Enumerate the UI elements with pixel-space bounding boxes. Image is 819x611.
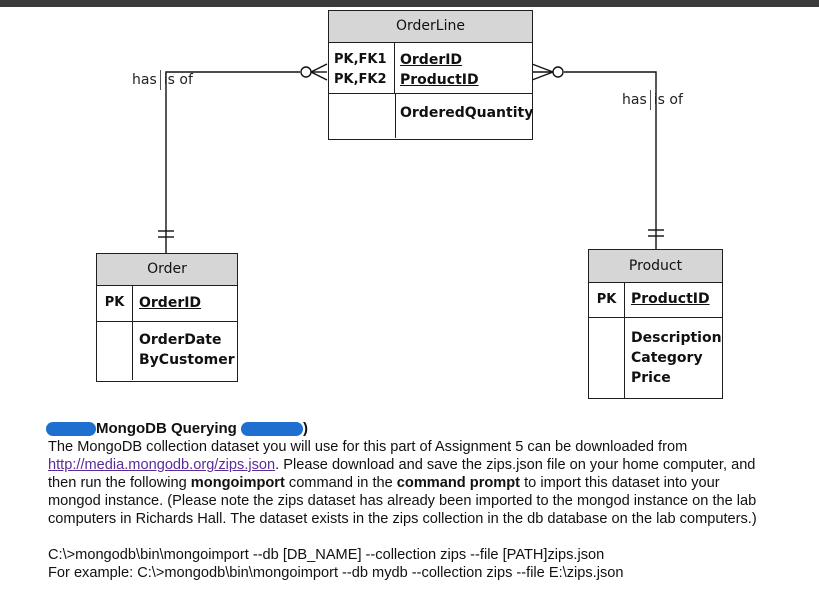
orderline-crowfoot-right-bot	[531, 71, 554, 81]
order-attr-bycustomer: ByCustomer	[139, 352, 235, 368]
section-heading-text: MongoDB Querying	[96, 420, 237, 437]
product-attr-description: Description	[631, 330, 722, 346]
orderline-key-label-1: PK,FK1	[334, 52, 387, 67]
product-attr-price: Price	[631, 370, 671, 386]
zips-json-link[interactable]: http://media.mongodb.org/zips.json	[48, 457, 276, 473]
section-heading-close: )	[303, 420, 308, 437]
orderline-crowfoot-left-top	[310, 63, 328, 73]
entity-product-key-row: PK ProductID	[589, 283, 722, 318]
rel-left-has: has	[132, 72, 157, 88]
rel-right-is-of: is of	[653, 92, 683, 108]
orderline-zero-mark-right	[552, 66, 564, 78]
entity-product: Product PK ProductID Description Categor…	[588, 249, 723, 399]
command-block: C:\>mongodb\bin\mongoimport --db [DB_NAM…	[48, 546, 768, 582]
entity-orderline-attr-blank	[329, 94, 396, 138]
entity-orderline-key-labels: PK,FK1 PK,FK2	[329, 43, 395, 93]
entity-order: Order PK OrderID OrderDate ByCustomer	[96, 253, 238, 382]
orderline-key-orderid: OrderID	[400, 52, 463, 68]
entity-orderline-keys: OrderID ProductID	[400, 43, 479, 93]
entity-product-attr-blank	[589, 318, 625, 398]
er-diagram-lines	[158, 63, 664, 253]
entity-order-attrs: OrderDate ByCustomer	[139, 322, 235, 380]
entity-order-attr-row: OrderDate ByCustomer	[97, 322, 237, 380]
para1-part-b: . Please download and save the zips.json…	[48, 457, 756, 491]
mongoimport-bold: mongoimport	[190, 475, 285, 491]
command-line-1: C:\>mongodb\bin\mongoimport --db [DB_NAM…	[48, 547, 605, 563]
para1-part-d: to import this dataset into your mongod …	[48, 475, 757, 527]
entity-order-key-label: PK	[97, 286, 133, 321]
orderline-attr-orderedquantity: OrderedQuantity	[400, 105, 534, 121]
entity-order-title: Order	[97, 254, 237, 286]
para1-part-c: command in the	[284, 475, 397, 491]
orderline-key-label-2: PK,FK2	[334, 72, 387, 87]
command-prompt-bold: command prompt	[396, 475, 521, 491]
document-page: has is of has is of OrderLine PK,FK1 PK,FK…	[0, 7, 819, 611]
entity-orderline-title: OrderLine	[329, 11, 532, 43]
rel-right-has: has	[622, 92, 647, 108]
viewer-top-bar	[0, 0, 819, 7]
entity-order-key-row: PK OrderID	[97, 286, 237, 322]
order-key-orderid: OrderID	[139, 295, 202, 311]
entity-product-attr-row: Description Category Price	[589, 318, 722, 398]
redaction-mark-right	[241, 422, 303, 437]
redaction-mark-left	[46, 422, 96, 437]
product-attr-category: Category	[631, 350, 703, 366]
section-heading: MongoDB Querying )	[46, 420, 768, 438]
relationship-label-left: has is of	[132, 70, 193, 90]
rel-left-slash	[159, 70, 161, 90]
relationship-line-left	[165, 71, 300, 253]
relationship-label-right: has is of	[622, 90, 683, 110]
product-key-productid: ProductID	[631, 291, 710, 307]
order-attr-orderdate: OrderDate	[139, 332, 222, 348]
entity-orderline-key-row: PK,FK1 PK,FK2 OrderID ProductID	[329, 43, 532, 94]
rel-right-slash	[649, 90, 651, 110]
orderline-crowfoot-right-top	[531, 63, 554, 73]
orderline-zero-mark-left	[300, 66, 312, 78]
entity-product-title: Product	[589, 250, 722, 283]
para1-part-a: The MongoDB collection dataset you will …	[48, 439, 688, 455]
entity-product-attrs: Description Category Price	[631, 318, 722, 398]
relationship-line-right	[564, 71, 657, 249]
rel-left-is-of: is of	[163, 72, 193, 88]
entity-orderline: OrderLine PK,FK1 PK,FK2 OrderID ProductI…	[328, 10, 533, 140]
command-line-2: For example: C:\>mongodb\bin\mongoimport…	[48, 565, 624, 581]
orderline-crowfoot-left-bot	[310, 71, 328, 81]
entity-orderline-attr-row: OrderedQuantity	[329, 94, 534, 138]
orderline-key-productid: ProductID	[400, 72, 479, 88]
document-text: MongoDB Querying ) The MongoDB collectio…	[46, 420, 768, 582]
entity-order-attr-blank	[97, 322, 133, 380]
paragraph-instructions: The MongoDB collection dataset you will …	[48, 438, 768, 528]
entity-product-key-label: PK	[589, 283, 625, 317]
